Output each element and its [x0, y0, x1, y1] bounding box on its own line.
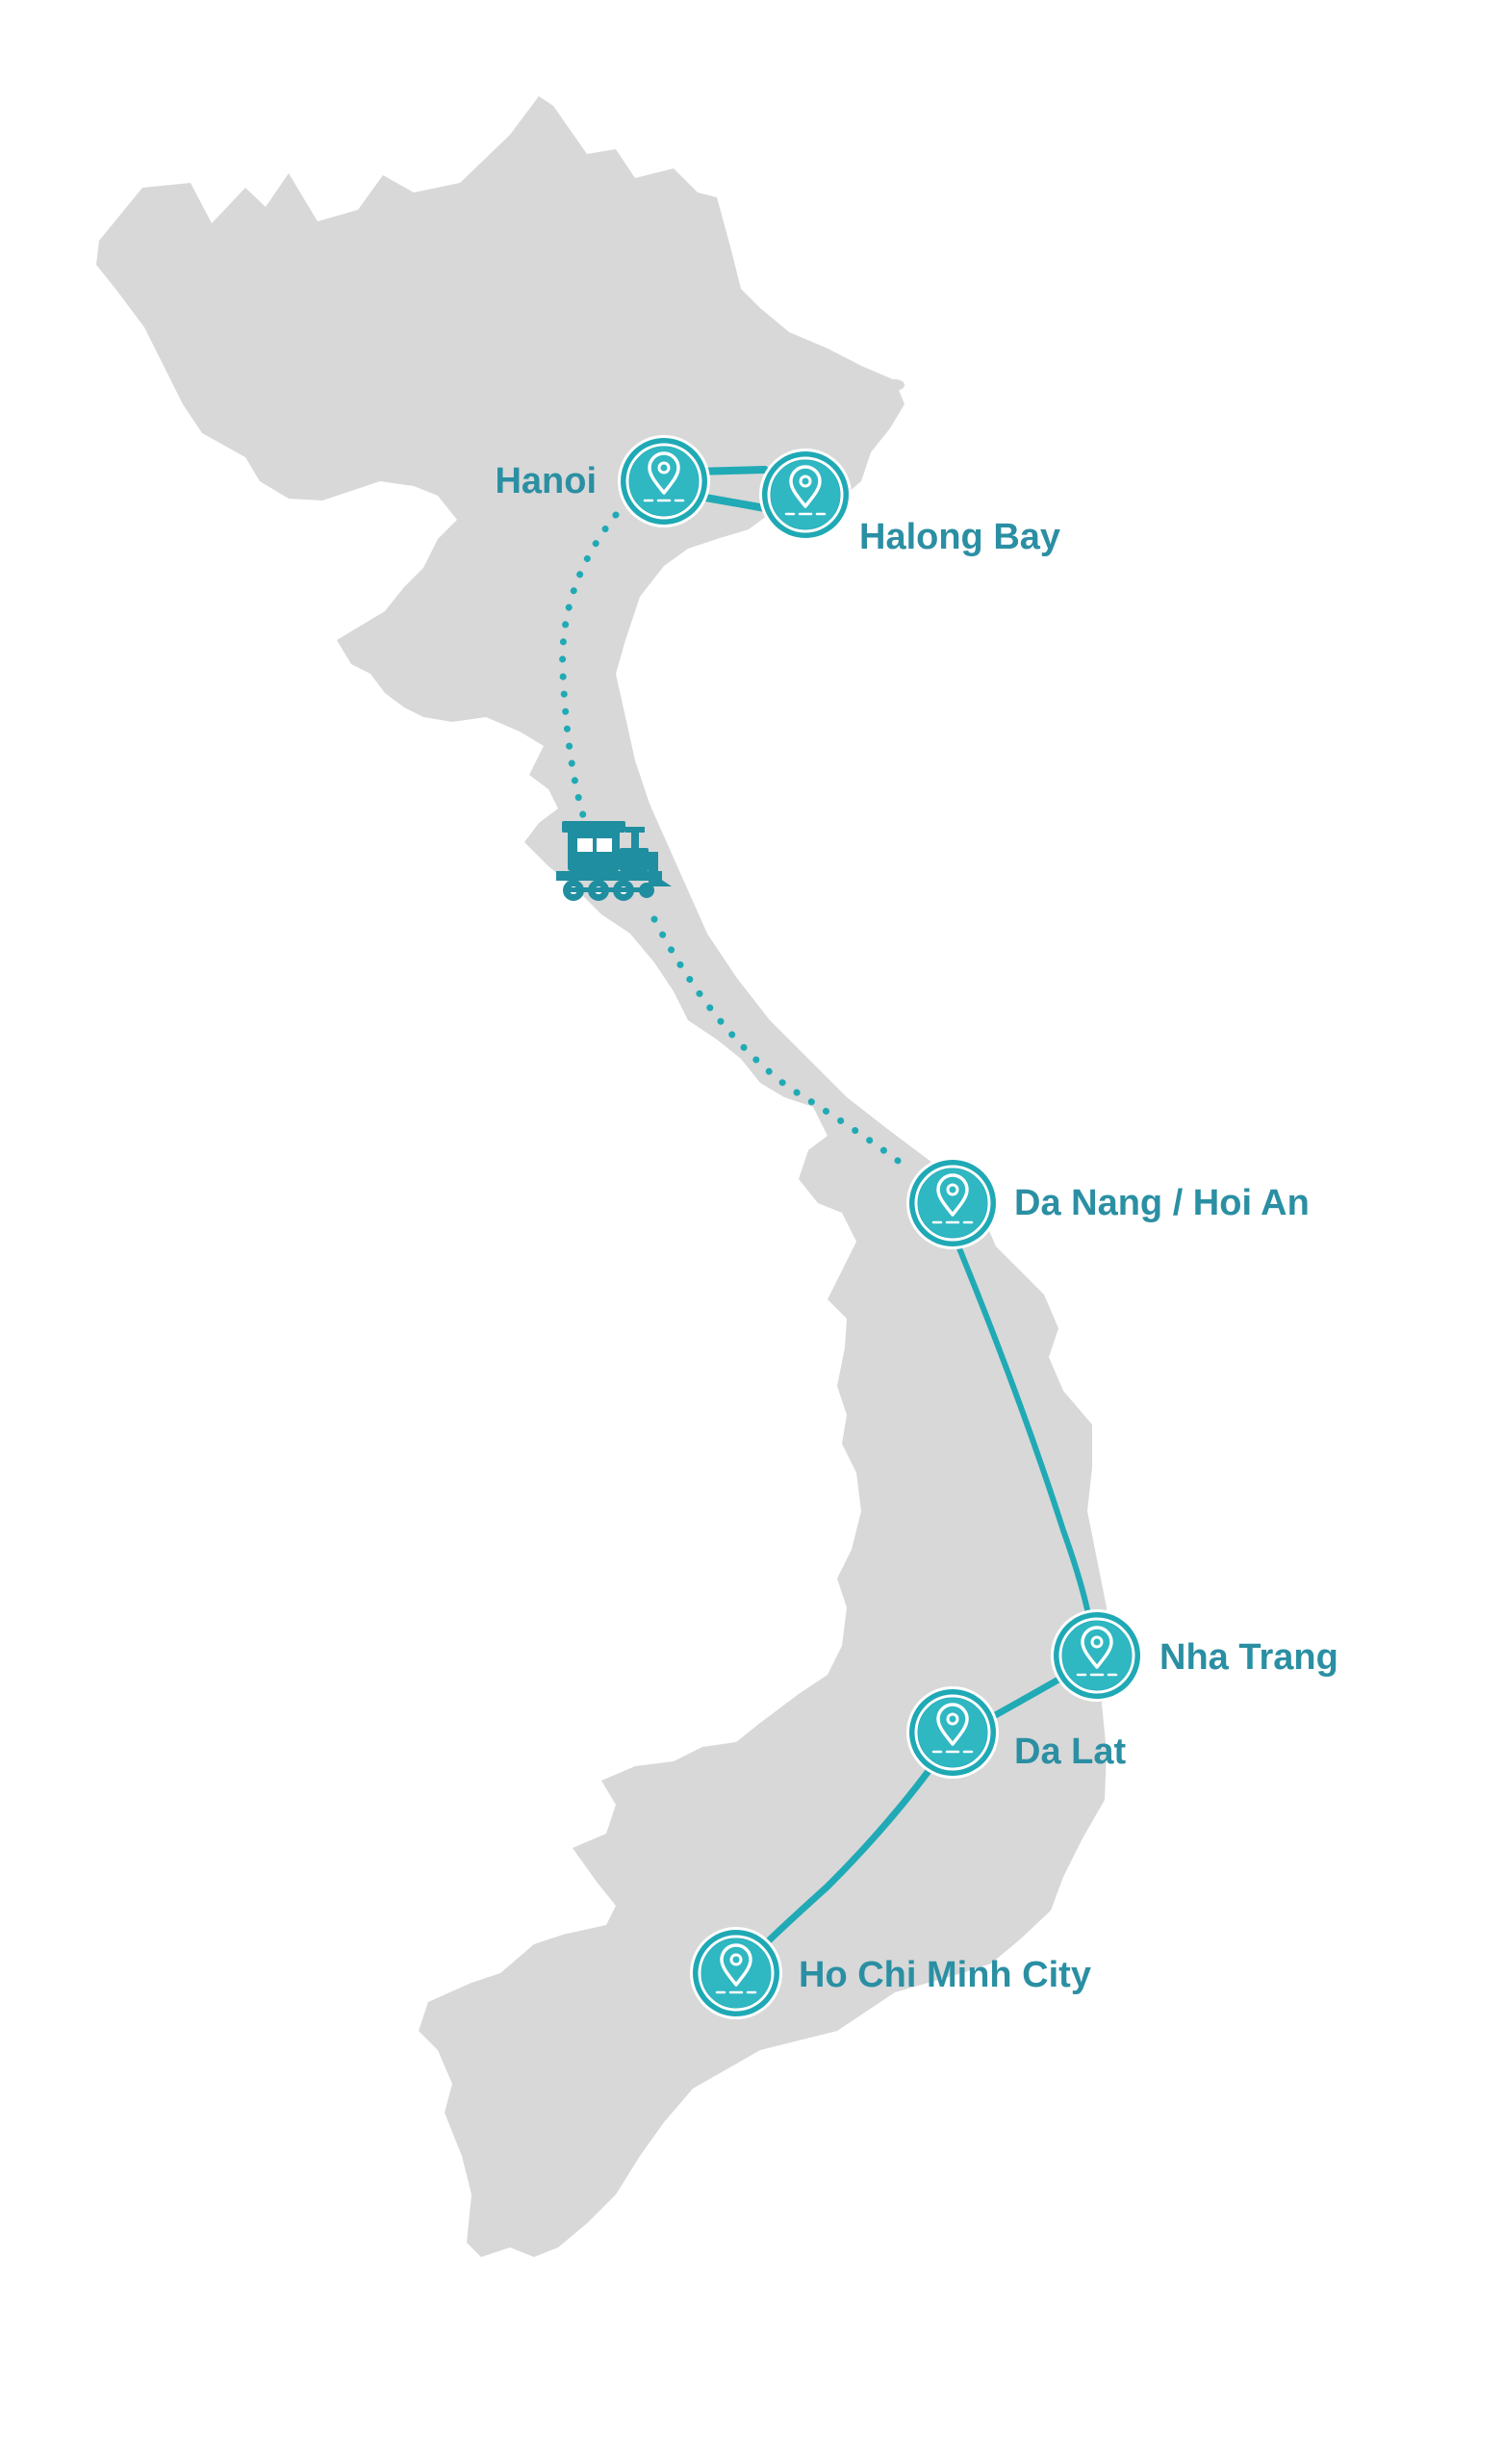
marker-inner-ring [625, 443, 702, 520]
route-danang-nhatrang [950, 1229, 1095, 1639]
city-marker-da-lat[interactable] [906, 1686, 999, 1779]
city-marker-da-nang-hoi-an[interactable] [906, 1157, 999, 1249]
map-pin-icon [1076, 1626, 1118, 1677]
island-shape [864, 399, 878, 409]
marker-inner-ring [698, 1935, 775, 2012]
map-pin-icon [931, 1173, 974, 1224]
marker-fill [918, 1168, 987, 1238]
vietnam-land-shape [96, 96, 1107, 2257]
map-pin-icon [784, 465, 827, 516]
map-pin-icon [643, 451, 685, 502]
city-label-halong-bay: Halong Bay [859, 517, 1060, 557]
marker-fill [771, 460, 840, 529]
marker-inner-ring [914, 1694, 991, 1771]
route-dalat-hcmc [756, 1767, 932, 1953]
city-marker-hanoi[interactable] [618, 435, 710, 527]
city-label-hanoi: Hanoi [495, 461, 597, 501]
marker-fill [918, 1698, 987, 1767]
map-pin-icon [931, 1703, 974, 1754]
marker-inner-ring [914, 1165, 991, 1242]
city-label-ho-chi-minh-city: Ho Chi Minh City [799, 1955, 1091, 1995]
city-marker-nha-trang[interactable] [1051, 1609, 1143, 1702]
city-label-nha-trang: Nha Trang [1159, 1637, 1338, 1678]
rail-route-dotted-south [650, 915, 913, 1173]
marker-inner-ring [1058, 1617, 1135, 1694]
city-marker-ho-chi-minh-city[interactable] [690, 1927, 782, 2019]
marker-fill [1062, 1621, 1132, 1690]
marker-fill [701, 1938, 771, 2008]
city-label-da-lat: Da Lat [1014, 1732, 1126, 1772]
rail-route-dotted-north [559, 511, 620, 832]
marker-fill [629, 447, 699, 516]
marker-inner-ring [767, 456, 844, 533]
city-label-da-nang-hoi-an: Da Nang / Hoi An [1014, 1183, 1310, 1223]
city-marker-halong-bay[interactable] [759, 449, 852, 541]
island-shape [885, 379, 904, 391]
map-pin-icon [715, 1943, 757, 1994]
train-icon [556, 821, 672, 901]
island-shape [512, 2104, 527, 2131]
